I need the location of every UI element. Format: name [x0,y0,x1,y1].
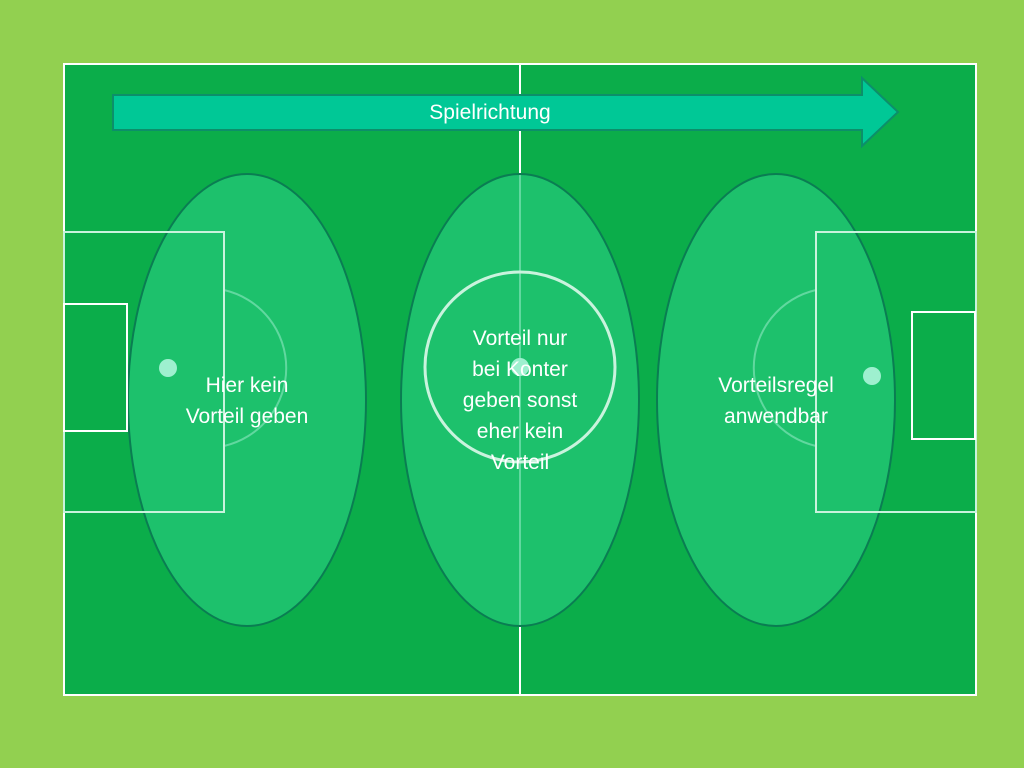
zone-oval-midfield [400,173,640,627]
direction-label: Spielrichtung [429,101,551,124]
center-circle [423,270,617,464]
direction-arrow [112,75,900,149]
right-goal-area [911,311,976,440]
left-penalty-spot [159,359,177,377]
right-penalty-spot [863,367,881,385]
left-goal-area [63,303,128,432]
zone-oval-defense [127,173,367,627]
center-spot [511,358,529,376]
zone-oval-attack [656,173,896,627]
